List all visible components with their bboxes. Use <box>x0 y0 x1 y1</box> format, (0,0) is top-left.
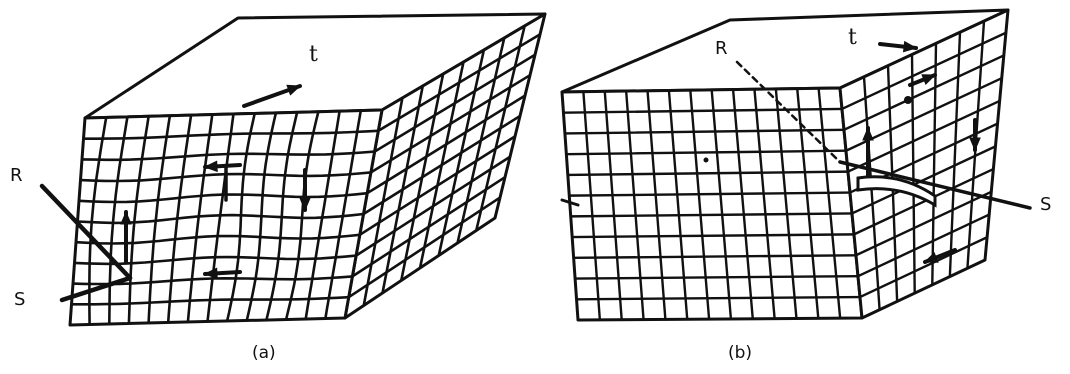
panel-b-label-t: t <box>848 27 857 49</box>
panel-a-sheared-block <box>42 14 545 325</box>
panel-b-node <box>704 158 709 163</box>
panel-a-label-t: t <box>309 44 318 66</box>
panel-a-caption: (a) <box>252 345 276 362</box>
panel-b-node <box>904 96 912 104</box>
panel-b-slipped-block <box>562 10 1030 320</box>
panel-b-caption: (b) <box>728 345 752 362</box>
panel-a-label-s: S <box>14 291 25 309</box>
panel-b-label-r: R <box>715 40 728 58</box>
panel-b-label-s: S <box>1040 196 1051 214</box>
panel-a-label-r: R <box>10 167 23 185</box>
